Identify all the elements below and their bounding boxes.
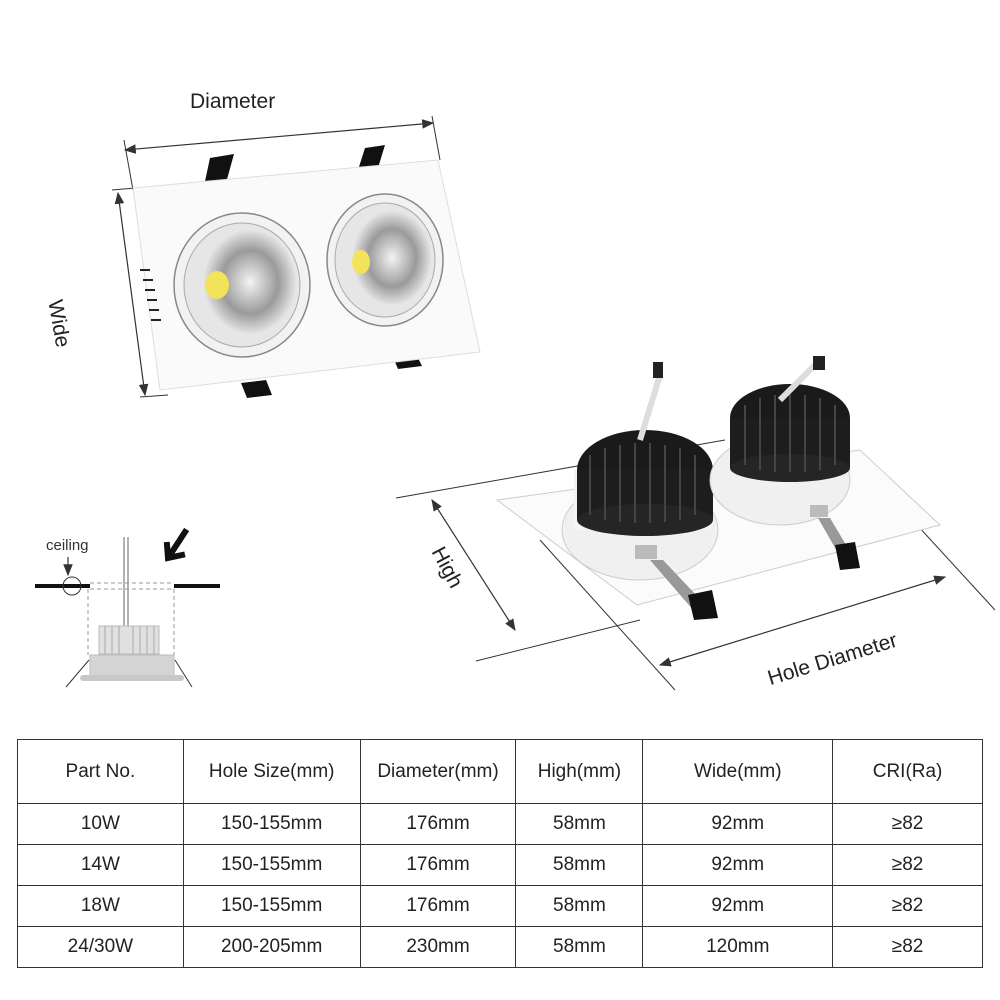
- spec-table: Part No. Hole Size(mm) Diameter(mm) High…: [17, 739, 983, 968]
- cell-hole-size: 200-205mm: [182, 926, 361, 968]
- cell-hole-size: 150-155mm: [182, 885, 361, 927]
- diameter-label: Diameter: [190, 90, 276, 113]
- cell-cri: ≥82: [832, 926, 983, 968]
- cell-high: 58mm: [515, 926, 644, 968]
- cell-diameter: 176mm: [359, 803, 517, 845]
- cell-high: 58mm: [515, 844, 644, 886]
- front-view-light: [111, 115, 481, 398]
- cell-diameter: 176mm: [359, 885, 517, 927]
- installation-diagram: [35, 527, 220, 688]
- table-row: 14W 150-155mm 176mm 58mm 92mm ≥82: [17, 844, 983, 886]
- cell-high: 58mm: [515, 885, 644, 927]
- cell-diameter: 176mm: [359, 844, 517, 886]
- cell-wide: 120mm: [642, 926, 834, 968]
- ceiling-label: ceiling: [46, 537, 89, 554]
- cell-part-no: 24/30W: [17, 926, 184, 968]
- table-row: 18W 150-155mm 176mm 58mm 92mm ≥82: [17, 885, 983, 927]
- header-part-no: Part No.: [17, 739, 184, 804]
- cell-cri: ≥82: [832, 844, 983, 886]
- cell-part-no: 10W: [17, 803, 184, 845]
- cell-cri: ≥82: [832, 885, 983, 927]
- cell-wide: 92mm: [642, 885, 834, 927]
- header-high: High(mm): [515, 739, 644, 804]
- cell-wide: 92mm: [642, 844, 834, 886]
- rear-view-light: [395, 356, 996, 691]
- cell-hole-size: 150-155mm: [182, 844, 361, 886]
- header-wide: Wide(mm): [642, 739, 834, 804]
- cell-part-no: 14W: [17, 844, 184, 886]
- table-header-row: Part No. Hole Size(mm) Diameter(mm) High…: [17, 739, 983, 804]
- header-diameter: Diameter(mm): [359, 739, 517, 804]
- header-hole-size: Hole Size(mm): [182, 739, 361, 804]
- cell-hole-size: 150-155mm: [182, 803, 361, 845]
- cell-high: 58mm: [515, 803, 644, 845]
- cell-part-no: 18W: [17, 885, 184, 927]
- cell-wide: 92mm: [642, 803, 834, 845]
- cell-cri: ≥82: [832, 803, 983, 845]
- table-row: 24/30W 200-205mm 230mm 58mm 120mm ≥82: [17, 926, 983, 968]
- cell-diameter: 230mm: [359, 926, 517, 968]
- table-row: 10W 150-155mm 176mm 58mm 92mm ≥82: [17, 803, 983, 845]
- header-cri: CRI(Ra): [832, 739, 983, 804]
- product-drawings: [35, 115, 996, 691]
